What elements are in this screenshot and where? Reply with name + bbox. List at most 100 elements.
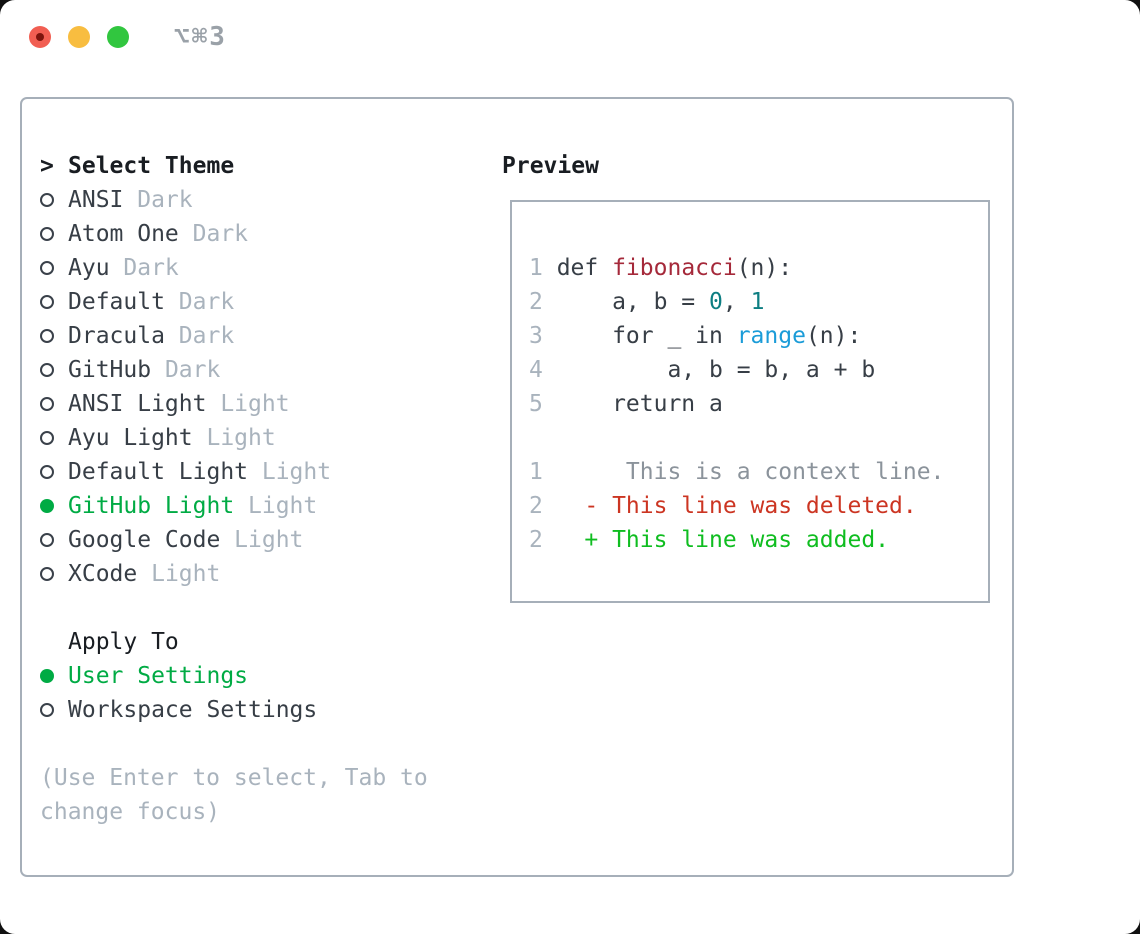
theme-option-ayu[interactable]: Ayu Dark [40,251,442,285]
code-segment-context: This is a context line. [556,459,945,485]
preview-line: 4 a, b = b, a + b [529,353,988,387]
apply-to-header: Apply To [40,625,442,659]
code-segment-plain: a, b = [556,289,710,315]
line-number: 2 [529,289,543,315]
code-segment-plain: return a [556,391,723,417]
divider [40,591,442,625]
preview-line: 2 - This line was deleted. [529,489,988,523]
theme-variant: Light [248,493,318,519]
cursor-icon: > [40,153,54,179]
theme-name: Ayu Light [68,425,193,451]
radio-unselected-icon [40,227,54,241]
radio-selected-icon [40,499,54,513]
preview-line: 2 a, b = 0, 1 [529,285,988,319]
radio-unselected-icon [40,431,54,445]
theme-variant: Dark [123,255,179,281]
theme-variant: Light [234,527,304,553]
close-button[interactable] [29,26,51,48]
code-segment-builtin: range [736,323,806,349]
radio-unselected-icon [40,533,54,547]
theme-option-ansi-light[interactable]: ANSI Light Light [40,387,442,421]
theme-name: Ayu [68,255,110,281]
apply-option-label: Workspace Settings [68,697,318,723]
theme-variant: Light [151,561,221,587]
radio-unselected-icon [40,329,54,343]
theme-variant: Light [220,391,290,417]
line-number: 4 [529,357,543,383]
zoom-button[interactable] [107,26,129,48]
radio-unselected-icon [40,465,54,479]
code-segment-plain: def [556,255,613,281]
theme-name: ANSI Light [68,391,207,417]
line-number: 3 [529,323,543,349]
unsaved-indicator-icon [36,33,44,41]
apply-to-heading: Apply To [68,629,179,655]
select-theme-header: > Select Theme [40,149,442,183]
theme-option-ansi[interactable]: ANSI Dark [40,183,442,217]
preview-line [529,421,988,455]
radio-unselected-icon [40,261,54,275]
radio-unselected-icon [40,363,54,377]
window-title: ⌥⌘3 [174,22,227,52]
apply-option-workspace-settings[interactable]: Workspace Settings [40,693,442,727]
theme-name: ANSI [68,187,124,213]
line-number: 5 [529,391,543,417]
line-number: 2 [529,527,543,553]
code-segment-plain: (n): [805,323,862,349]
titlebar: ⌥⌘3 [29,22,227,52]
theme-name: GitHub [68,357,152,383]
theme-variant: Light [206,425,276,451]
theme-variant: Dark [192,221,249,247]
theme-name: Default [68,289,165,315]
code-segment-num: 0 [709,289,723,315]
theme-option-default[interactable]: Default Dark [40,285,442,319]
theme-option-github[interactable]: GitHub Dark [40,353,442,387]
theme-option-github-light[interactable]: GitHub Light Light [40,489,442,523]
line-number: 1 [529,459,543,485]
radio-unselected-icon [40,193,54,207]
theme-option-xcode[interactable]: XCode Light [40,557,442,591]
minimize-button[interactable] [68,26,90,48]
code-segment-deleted: - This line was deleted. [556,493,917,519]
radio-selected-icon [40,669,54,683]
theme-option-dracula[interactable]: Dracula Dark [40,319,442,353]
radio-unselected-icon [40,295,54,309]
code-segment-plain: for _ in [556,323,737,349]
theme-variant: Dark [178,323,235,349]
preview-line: 5 return a [529,387,988,421]
code-segment-func: fibonacci [612,255,737,281]
preview-heading: Preview [502,153,599,179]
hint-text: (Use Enter to select, Tab to change focu… [40,765,428,825]
preview-line: 3 for _ in range(n): [529,319,988,353]
radio-unselected-icon [40,397,54,411]
theme-name: XCode [68,561,138,587]
preview-line: 2 + This line was added. [529,523,988,557]
line-number: 2 [529,493,543,519]
preview-line: 1 def fibonacci(n): [529,251,988,285]
theme-variant: Dark [178,289,235,315]
theme-variant: Dark [137,187,193,213]
theme-variant: Light [261,459,332,485]
code-segment-plain: (n): [736,255,793,281]
apply-option-user-settings[interactable]: User Settings [40,659,442,693]
apply-option-label: User Settings [68,663,249,689]
theme-name: GitHub Light [68,493,235,519]
select-theme-heading: Select Theme [68,153,235,179]
divider [40,727,442,761]
theme-variant: Dark [164,357,221,383]
preview-line: 1 This is a context line. [529,455,988,489]
theme-option-ayu-light[interactable]: Ayu Light Light [40,421,442,455]
code-segment-added: + This line was added. [556,527,890,553]
theme-name: Atom One [68,221,179,247]
radio-unselected-icon [40,567,54,581]
theme-option-atom-one[interactable]: Atom One Dark [40,217,442,251]
theme-name: Dracula [68,323,165,349]
code-segment-num: 1 [750,289,765,315]
line-number: 1 [529,255,543,281]
